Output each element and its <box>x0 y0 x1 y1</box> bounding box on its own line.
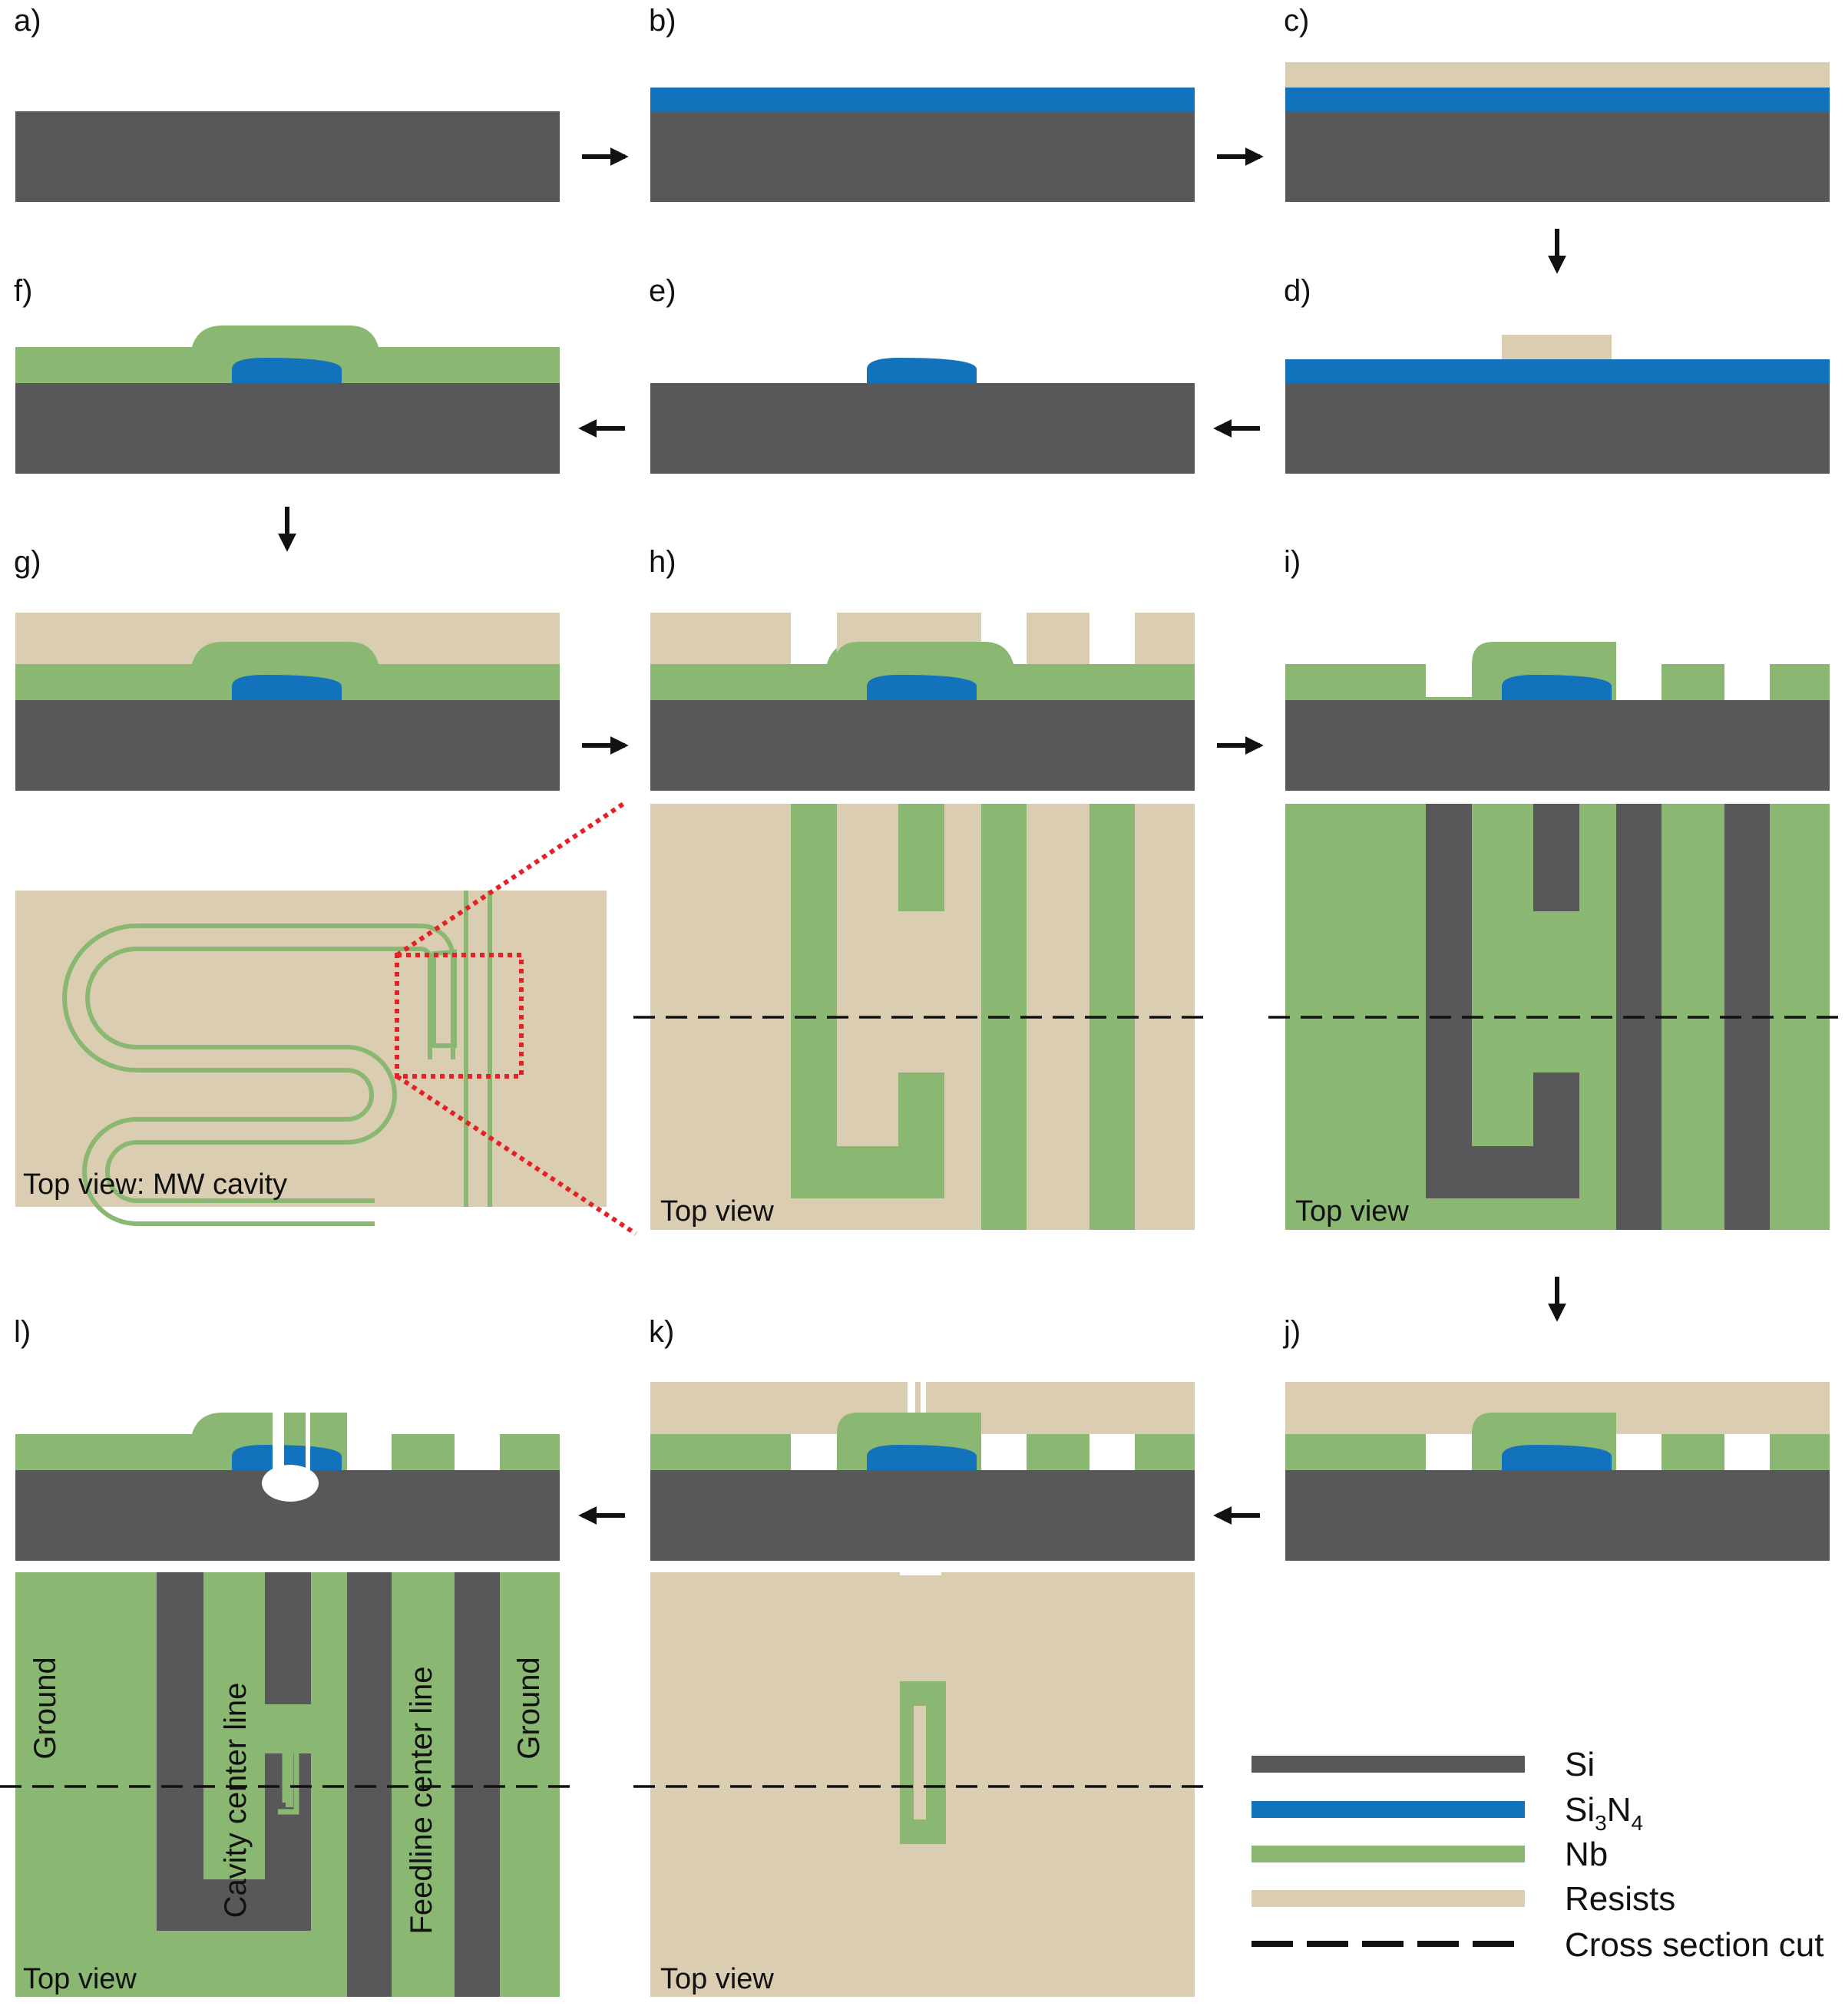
panel-l-top-view: Ground Cavity center line Feedline cente… <box>15 1572 560 1997</box>
zoom-indicator <box>395 800 637 1236</box>
panel-k-cross-section <box>650 1382 1195 1561</box>
panel-label-l: l) <box>14 1315 31 1349</box>
panel-label-j: j) <box>1283 1315 1301 1349</box>
top-view-label-i: Top view <box>1295 1195 1409 1228</box>
panel-a-cross-section <box>15 111 560 202</box>
legend-label-si3n4: Si3N4 <box>1565 1791 1643 1835</box>
ground-right-label: Ground <box>512 1657 546 1759</box>
panel-label-d: d) <box>1284 274 1311 308</box>
panel-label-f: f) <box>14 274 32 308</box>
panel-e-cross-section <box>650 358 1195 474</box>
panel-g-cross-section <box>15 613 560 791</box>
legend-swatch-nb <box>1251 1846 1525 1862</box>
panel-d-cross-section <box>1285 335 1830 474</box>
panel-c-cross-section <box>1285 62 1830 202</box>
legend-label-cut: Cross section cut <box>1565 1926 1824 1964</box>
panel-label-h: h) <box>649 545 676 579</box>
legend-swatch-si3n4 <box>1251 1801 1525 1818</box>
panel-label-b: b) <box>649 4 676 38</box>
feedline-center-line-label: Feedline center line <box>405 1666 438 1934</box>
mw-cavity-top-view: Top view: MW cavity <box>15 891 607 1226</box>
ground-left-label: Ground <box>28 1657 62 1759</box>
undercut-hole <box>262 1465 319 1502</box>
panel-label-e: e) <box>649 274 676 308</box>
top-view-label-k: Top view <box>660 1963 774 1995</box>
cavity-center-line-label: Cavity center line <box>219 1683 253 1919</box>
panel-f-cross-section <box>15 326 560 474</box>
panel-h-cross-section <box>650 613 1195 791</box>
top-view-mw-label: Top view: MW cavity <box>23 1168 287 1201</box>
legend-label-nb: Nb <box>1565 1836 1608 1873</box>
panel-b-cross-section <box>650 88 1195 202</box>
panel-label-k: k) <box>649 1315 674 1349</box>
panel-l-cross-section <box>15 1411 560 1561</box>
legend-label-si: Si <box>1565 1746 1595 1783</box>
panel-j-cross-section <box>1285 1382 1830 1561</box>
top-view-label-h: Top view <box>660 1195 774 1228</box>
zoom-line-bottom <box>395 1074 637 1236</box>
legend-label-resists: Resists <box>1565 1880 1675 1918</box>
meander-resonator <box>62 924 457 1226</box>
zoom-box <box>395 953 524 1079</box>
top-view-label-l: Top view <box>23 1963 137 1995</box>
legend-swatch-si <box>1251 1756 1525 1773</box>
panel-label-i: i) <box>1284 545 1301 579</box>
panel-label-c: c) <box>1284 4 1309 38</box>
panel-label-g: g) <box>14 545 41 579</box>
legend: Si Si3N4 Nb Resists Cross section cut <box>1251 1746 1824 1964</box>
cavity-coupler-shape <box>791 804 944 1198</box>
legend-swatch-resists <box>1251 1890 1525 1907</box>
panel-k-top-view: Top view <box>650 1572 1195 1997</box>
panel-label-a: a) <box>14 4 41 38</box>
panel-i-cross-section <box>1285 642 1830 791</box>
